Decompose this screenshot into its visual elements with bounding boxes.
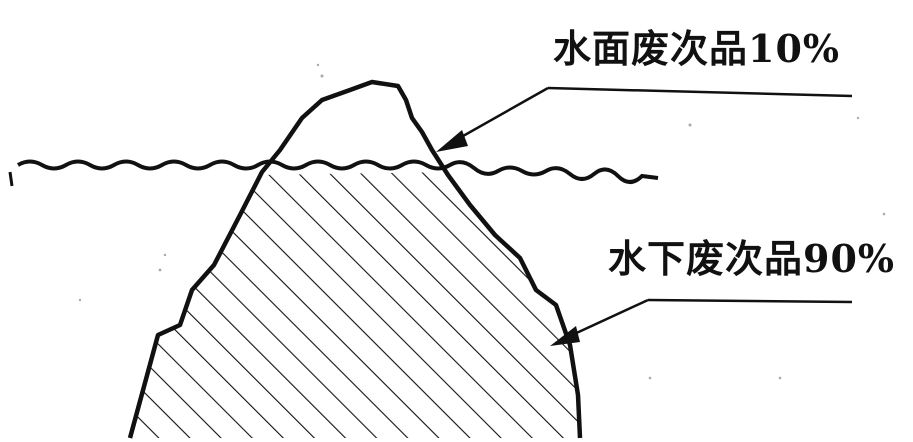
arrowhead-above-water: [436, 130, 468, 152]
scan-noise: [78, 63, 886, 380]
water-surface-line: [16, 159, 659, 184]
arrowhead-below-water: [550, 326, 580, 346]
leader-line-above-water-diagonal: [455, 86, 549, 142]
water-surface-left-tick: [8, 171, 14, 187]
iceberg-submerged-hatched: [130, 172, 580, 438]
below-water-label: 水下废次品90%: [608, 236, 895, 281]
iceberg-outline: [127, 79, 583, 439]
leader-line-above-water: [547, 86, 853, 98]
leader-line-below-water: [647, 298, 853, 304]
leader-line-below-water-diagonal: [569, 298, 649, 338]
above-water-label: 水面废次品10%: [553, 26, 840, 71]
